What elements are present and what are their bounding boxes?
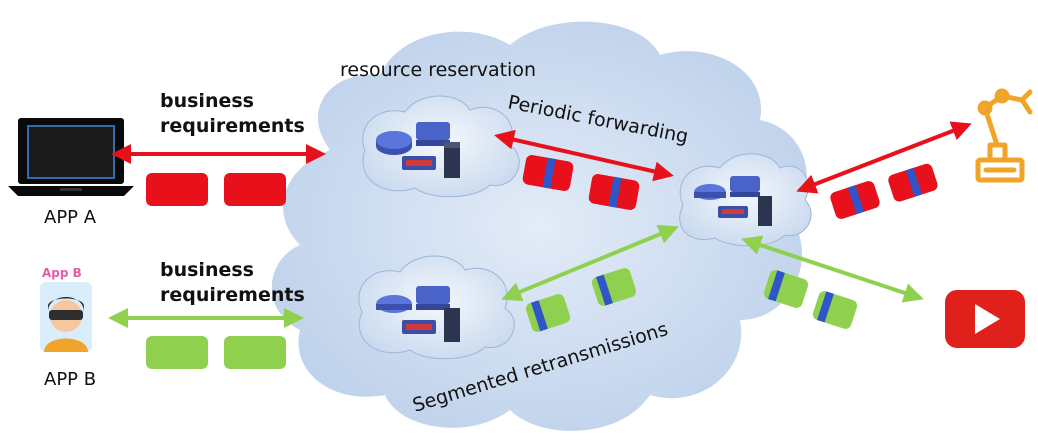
green-packet	[146, 336, 208, 369]
network-switch-icon	[376, 122, 460, 178]
green-striped-packet	[763, 270, 809, 308]
red-striped-packet	[830, 181, 880, 219]
business-requirements-b-line2: requirements	[160, 284, 305, 306]
network-switch-icon	[694, 176, 772, 226]
green-striped-packet	[525, 294, 571, 332]
laptop-icon	[8, 118, 134, 196]
red-striped-packet	[888, 163, 938, 202]
red-striped-packet	[522, 155, 574, 191]
business-requirements-b-line1: business	[160, 259, 254, 281]
red-packet	[146, 173, 208, 206]
red-packet	[224, 173, 286, 206]
green-arrow-video	[741, 235, 924, 303]
robot-arm-icon	[975, 88, 1033, 183]
red-striped-packet	[588, 174, 640, 210]
business-requirements-a-line1: business	[160, 90, 254, 112]
switch-cloud-bottom	[358, 255, 515, 360]
green-packet	[224, 336, 286, 369]
resource-reservation-label: resource reservation	[340, 59, 536, 81]
red-arrow-robot	[796, 121, 972, 194]
vr-user-icon	[40, 282, 92, 352]
app-b-badge: App B	[42, 266, 82, 280]
app-b-label: APP B	[44, 369, 96, 390]
switch-cloud-top	[362, 95, 520, 198]
video-play-icon	[945, 290, 1025, 348]
green-striped-packet	[591, 268, 637, 306]
green-arrow-segmented	[501, 224, 679, 302]
green-striped-packet	[812, 291, 858, 329]
network-switch-icon	[376, 286, 460, 342]
app-a-label: APP A	[44, 207, 97, 228]
switch-cloud-right	[679, 153, 812, 247]
business-requirements-a-line2: requirements	[160, 115, 305, 137]
red-arrow-periodic	[494, 129, 674, 182]
